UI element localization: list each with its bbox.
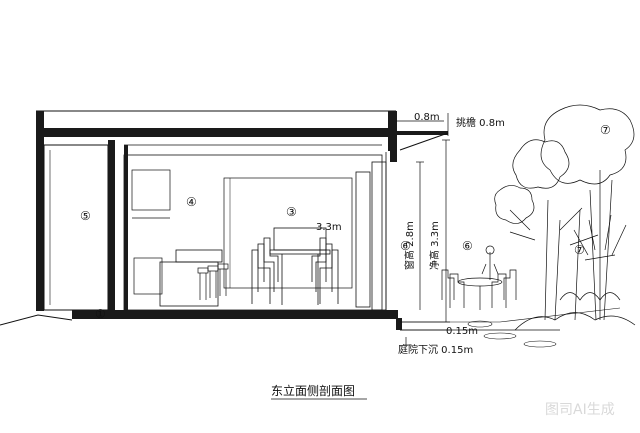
room-1-label: ① [95,307,106,321]
overhang-top-label: 0.8m [414,112,440,123]
courtyard-drop-label: 庭院下沉 0.15m [398,343,473,356]
roof-slab [36,128,396,137]
room-6-label-b: ⑥ [462,239,473,253]
courtyard-trees [494,104,636,331]
outdoor-dining [441,245,517,310]
floor-step [396,318,402,330]
tree-7-label-b: ⑦ [574,243,585,257]
dining-set [251,227,339,305]
kitchen-upper-cabinets [131,169,171,211]
watermark: 图司AI生成 [545,402,615,418]
room-3-label: ③ [286,205,297,219]
right-facade [355,152,387,312]
left-wall [36,111,44,311]
window-head [390,150,397,162]
floor-slab [72,310,398,319]
window-height-label: 窗高 2.8m [403,221,416,270]
tree-7-label-a: ⑦ [600,123,611,137]
overhang-strut [399,132,449,151]
right-roof-end [388,111,397,151]
overhang-label: 挑檐 0.8m [456,116,505,129]
back-window [223,177,353,289]
island-top [175,249,223,263]
partition-wall [108,140,115,312]
room-5-label: ⑤ [80,209,91,223]
drawing-title: 东立面侧剖面图 [271,383,355,398]
kitchen-counter [133,257,163,295]
overhang-eave [396,131,448,135]
bar-stools [197,263,229,300]
kitchen-island [159,261,219,307]
clear-height-label: 净高 3.3m [428,221,441,270]
dimension-lines [396,113,450,346]
room-5-outline [43,144,109,311]
main-left-wall [124,145,128,310]
room-4-label: ④ [186,195,197,209]
ground-line-left [0,314,73,326]
stepping-stones [467,320,557,348]
step-label: 0.15m [446,326,478,337]
interior-height-label: 3.3m [316,222,342,233]
room-6-label-a: ⑥ [400,239,411,253]
